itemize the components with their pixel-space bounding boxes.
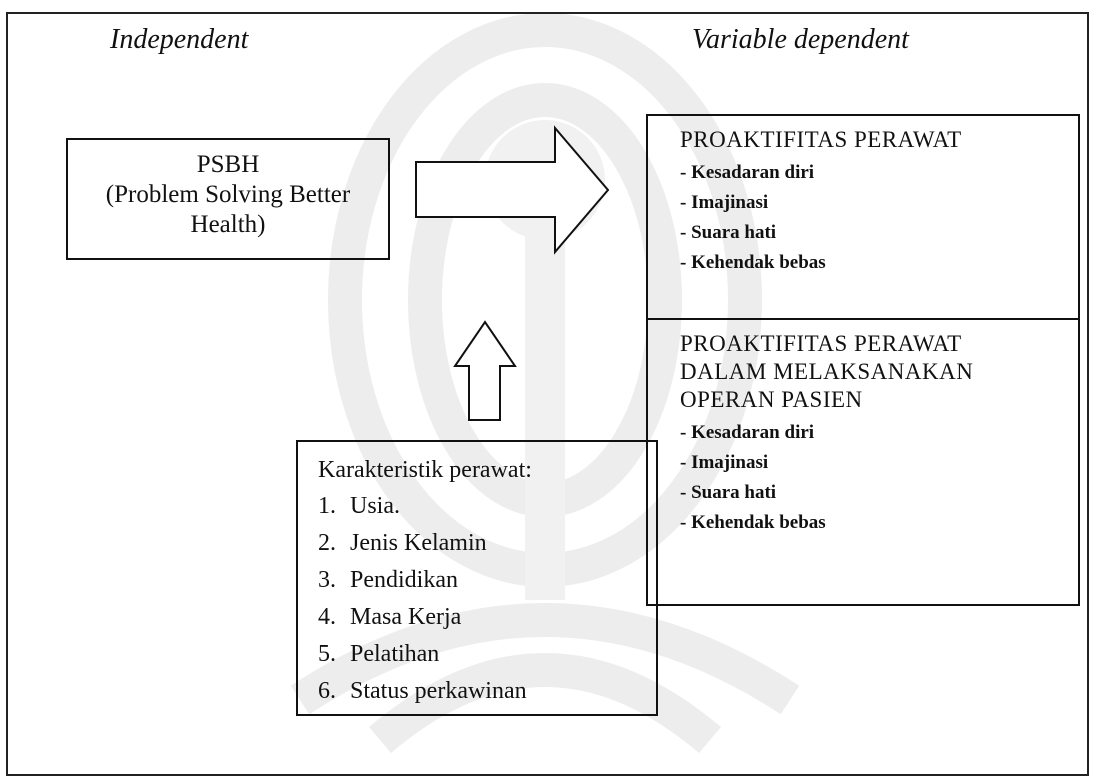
item-label: Jenis Kelamin — [350, 530, 487, 556]
item-number: 2. — [318, 530, 336, 556]
right-arrow-icon — [415, 125, 610, 255]
proactivity-handover-title-line3: OPERAN PASIEN — [680, 387, 863, 412]
dependent-heading: Variable dependent — [692, 24, 909, 55]
proactivity-indicator-item: Imajinasi — [680, 188, 1078, 218]
proactivity-handover-title-line2: DALAM MELAKSANAKAN — [680, 359, 974, 384]
item-number: 4. — [318, 604, 336, 630]
item-number: 1. — [318, 493, 336, 519]
item-label: Masa Kerja — [350, 604, 462, 630]
psbh-box: PSBH (Problem Solving Better Health) — [66, 138, 390, 260]
nurse-characteristic-item: 2. Jenis Kelamin — [318, 525, 656, 562]
item-number: 6. — [318, 678, 336, 704]
item-number: 3. — [318, 567, 336, 593]
up-arrow-icon — [453, 320, 517, 421]
proactivity-indicator-item: Suara hati — [680, 218, 1078, 248]
proactivity-indicator-item: Kehendak bebas — [680, 248, 1078, 278]
proactivity-indicator-item: Kesadaran diri — [680, 158, 1078, 188]
item-label: Usia. — [350, 493, 400, 519]
nurse-characteristic-item: 1. Usia. — [318, 488, 656, 525]
nurse-characteristic-item: 4. Masa Kerja — [318, 599, 656, 636]
nurse-characteristic-item: 3. Pendidikan — [318, 562, 656, 599]
psbh-subtitle-line2: Health) — [190, 211, 266, 238]
proactivity-handover-indicator-item: Suara hati — [680, 478, 1078, 508]
nurse-characteristics-title: Karakteristik perawat: — [318, 457, 532, 483]
proactivity-handover-indicator-list: Kesadaran diriImajinasiSuara hatiKehenda… — [680, 418, 1078, 538]
proactivity-handover-box: PROAKTIFITAS PERAWAT DALAM MELAKSANAKAN … — [646, 318, 1080, 606]
outer-frame — [6, 12, 1089, 776]
proactivity-title: PROAKTIFITAS PERAWAT — [680, 127, 962, 152]
item-label: Pelatihan — [350, 641, 440, 667]
proactivity-handover-indicator-item: Kesadaran diri — [680, 418, 1078, 448]
item-number: 5. — [318, 641, 336, 667]
psbh-title: PSBH — [196, 151, 260, 178]
proactivity-handover-indicator-item: Kehendak bebas — [680, 508, 1078, 538]
nurse-characteristics-list: 1. Usia. 2. Jenis Kelamin 3. Pendidikan 4. Masa… — [318, 488, 656, 710]
nurse-characteristics-box: Karakteristik perawat: 1. Usia. 2. Jenis Ke… — [296, 440, 658, 716]
item-label: Status perkawinan — [350, 678, 527, 704]
item-label: Pendidikan — [350, 567, 458, 593]
independent-heading: Independent — [110, 24, 249, 55]
psbh-subtitle-line1: (Problem Solving Better — [105, 181, 351, 208]
proactivity-box: PROAKTIFITAS PERAWAT Kesadaran diriImaji… — [646, 114, 1080, 320]
proactivity-indicator-list: Kesadaran diriImajinasiSuara hatiKehenda… — [680, 158, 1078, 278]
nurse-characteristic-item: 5. Pelatihan — [318, 636, 656, 673]
nurse-characteristic-item: 6. Status perkawinan — [318, 673, 656, 710]
proactivity-handover-title-line1: PROAKTIFITAS PERAWAT — [680, 331, 962, 356]
proactivity-handover-indicator-item: Imajinasi — [680, 448, 1078, 478]
